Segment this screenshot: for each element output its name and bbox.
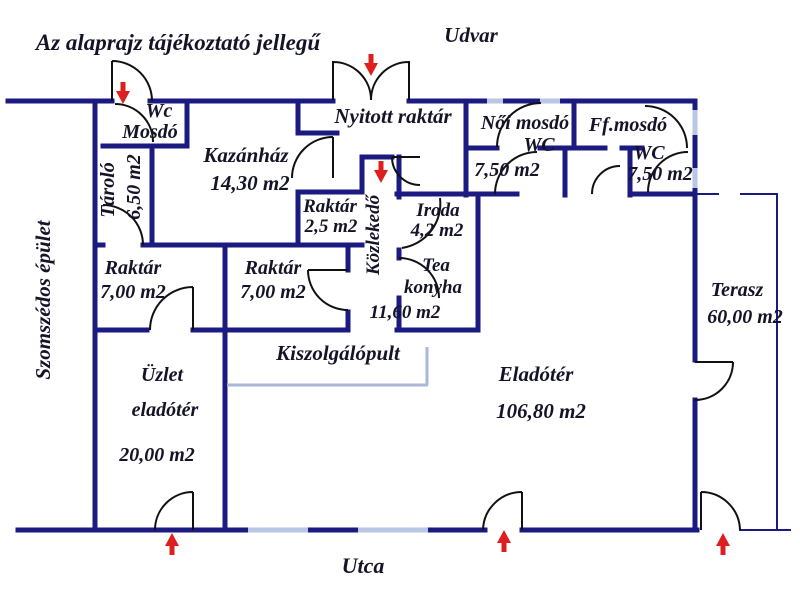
door-tea-konyha — [398, 257, 440, 299]
door-swings — [102, 60, 741, 531]
door-raktar-a — [149, 286, 194, 331]
arrow-up-eladoter — [497, 530, 511, 552]
door-kozlekedo — [391, 156, 421, 186]
raktar-a-area: 7,00 m2 — [100, 281, 166, 303]
kazanhaz-right-wall — [295, 98, 340, 248]
street-label: Utca — [342, 553, 385, 578]
kazanhaz-label: Kazánház — [202, 143, 289, 167]
terasz-outline — [696, 193, 791, 531]
uzlet-label-line1: Üzlet — [141, 363, 185, 386]
tea-konyha-label-line2: konyha — [404, 277, 463, 298]
eladoter-label: Eladótér — [498, 362, 574, 386]
tea-konyha-label-line1: Tea — [422, 255, 450, 276]
raktar25-label: Raktár — [302, 196, 357, 217]
wcmosdo-label-line1: Wc — [146, 100, 173, 122]
ff-mosdo-label: Ff.mosdó — [588, 114, 667, 136]
door-noi-mosdo — [496, 102, 542, 148]
raktar25-area: 2,5 m2 — [304, 216, 358, 237]
tarolo-label: Tároló — [97, 162, 119, 218]
ff-mosdo-sub: WC — [633, 142, 665, 164]
door-wcmosdo-entrance — [111, 60, 154, 143]
door-terasz-street — [700, 491, 741, 531]
door-nyitott-double — [332, 61, 410, 101]
entrance-arrows — [116, 54, 730, 555]
noi-mosdo-area: 7,50 m2 — [474, 159, 540, 181]
arrow-up-terasz — [716, 533, 730, 555]
door-tarolo — [102, 204, 144, 246]
noi-mosdo-label: Női mosdó — [480, 112, 569, 134]
kozlekedo-label: Közlekedő — [363, 193, 384, 276]
iroda-label: Iroda — [415, 200, 460, 221]
door-ff-mosdo — [644, 105, 688, 149]
arrow-down-nyitott — [364, 54, 378, 76]
terasz-label: Terasz — [711, 279, 764, 301]
arrow-up-uzlet — [165, 533, 179, 555]
raktar-a-label: Raktár — [104, 257, 162, 279]
terasz-area: 60,00 m2 — [707, 306, 783, 328]
raktar-b-area: 7,00 m2 — [240, 281, 306, 303]
arrow-down-kozlekedo — [374, 161, 388, 183]
door-raktar-b — [307, 269, 349, 311]
uzlet-area: 20,00 m2 — [118, 444, 195, 466]
service-counter-line — [227, 347, 429, 387]
wcmosdo-label-line2: Mosdó — [121, 121, 178, 143]
door-terasz-side — [694, 361, 734, 401]
door-eladoter-street — [482, 491, 523, 531]
noi-mosdo-sub: WC — [523, 134, 555, 156]
interior-walls — [92, 98, 698, 533]
uzlet-label-line2: eladótér — [132, 399, 199, 421]
courtyard-label: Udvar — [444, 23, 498, 47]
door-noi-wc — [494, 151, 538, 195]
door-mosdo-chamber — [591, 165, 621, 195]
neighbor-building-label: Szomszédos épület — [31, 219, 55, 379]
raktar25-walls — [295, 154, 395, 195]
mosdo-partitions — [463, 145, 645, 198]
door-ff-wc — [647, 151, 689, 193]
door-iroda — [401, 197, 442, 249]
raktar-b-label: Raktár — [244, 257, 302, 279]
kazanhaz-area: 14,30 m2 — [210, 171, 290, 195]
eladoter-area: 106,80 m2 — [496, 399, 586, 423]
kiszolgalopult-label: Kiszolgálópult — [275, 341, 401, 365]
windows — [248, 98, 698, 533]
arrow-down-wcmosdo — [116, 82, 130, 104]
tea-konyha-area: 11,60 m2 — [370, 302, 441, 323]
door-kazanhaz — [291, 136, 334, 179]
door-uzlet-street — [154, 491, 194, 531]
labels: Az alaprajz tájékoztató jellegű Udvar Ut… — [31, 23, 783, 578]
nyitott-raktar-label: Nyitott raktár — [333, 104, 452, 128]
ff-mosdo-area: 7,50 m2 — [627, 163, 693, 185]
tarolo-area: 6,50 m2 — [123, 154, 145, 220]
iroda-area: 4,2 m2 — [410, 220, 464, 241]
disclaimer-label: Az alaprajz tájékoztató jellegű — [34, 30, 322, 55]
wcmosdo-box-walls — [100, 98, 190, 149]
